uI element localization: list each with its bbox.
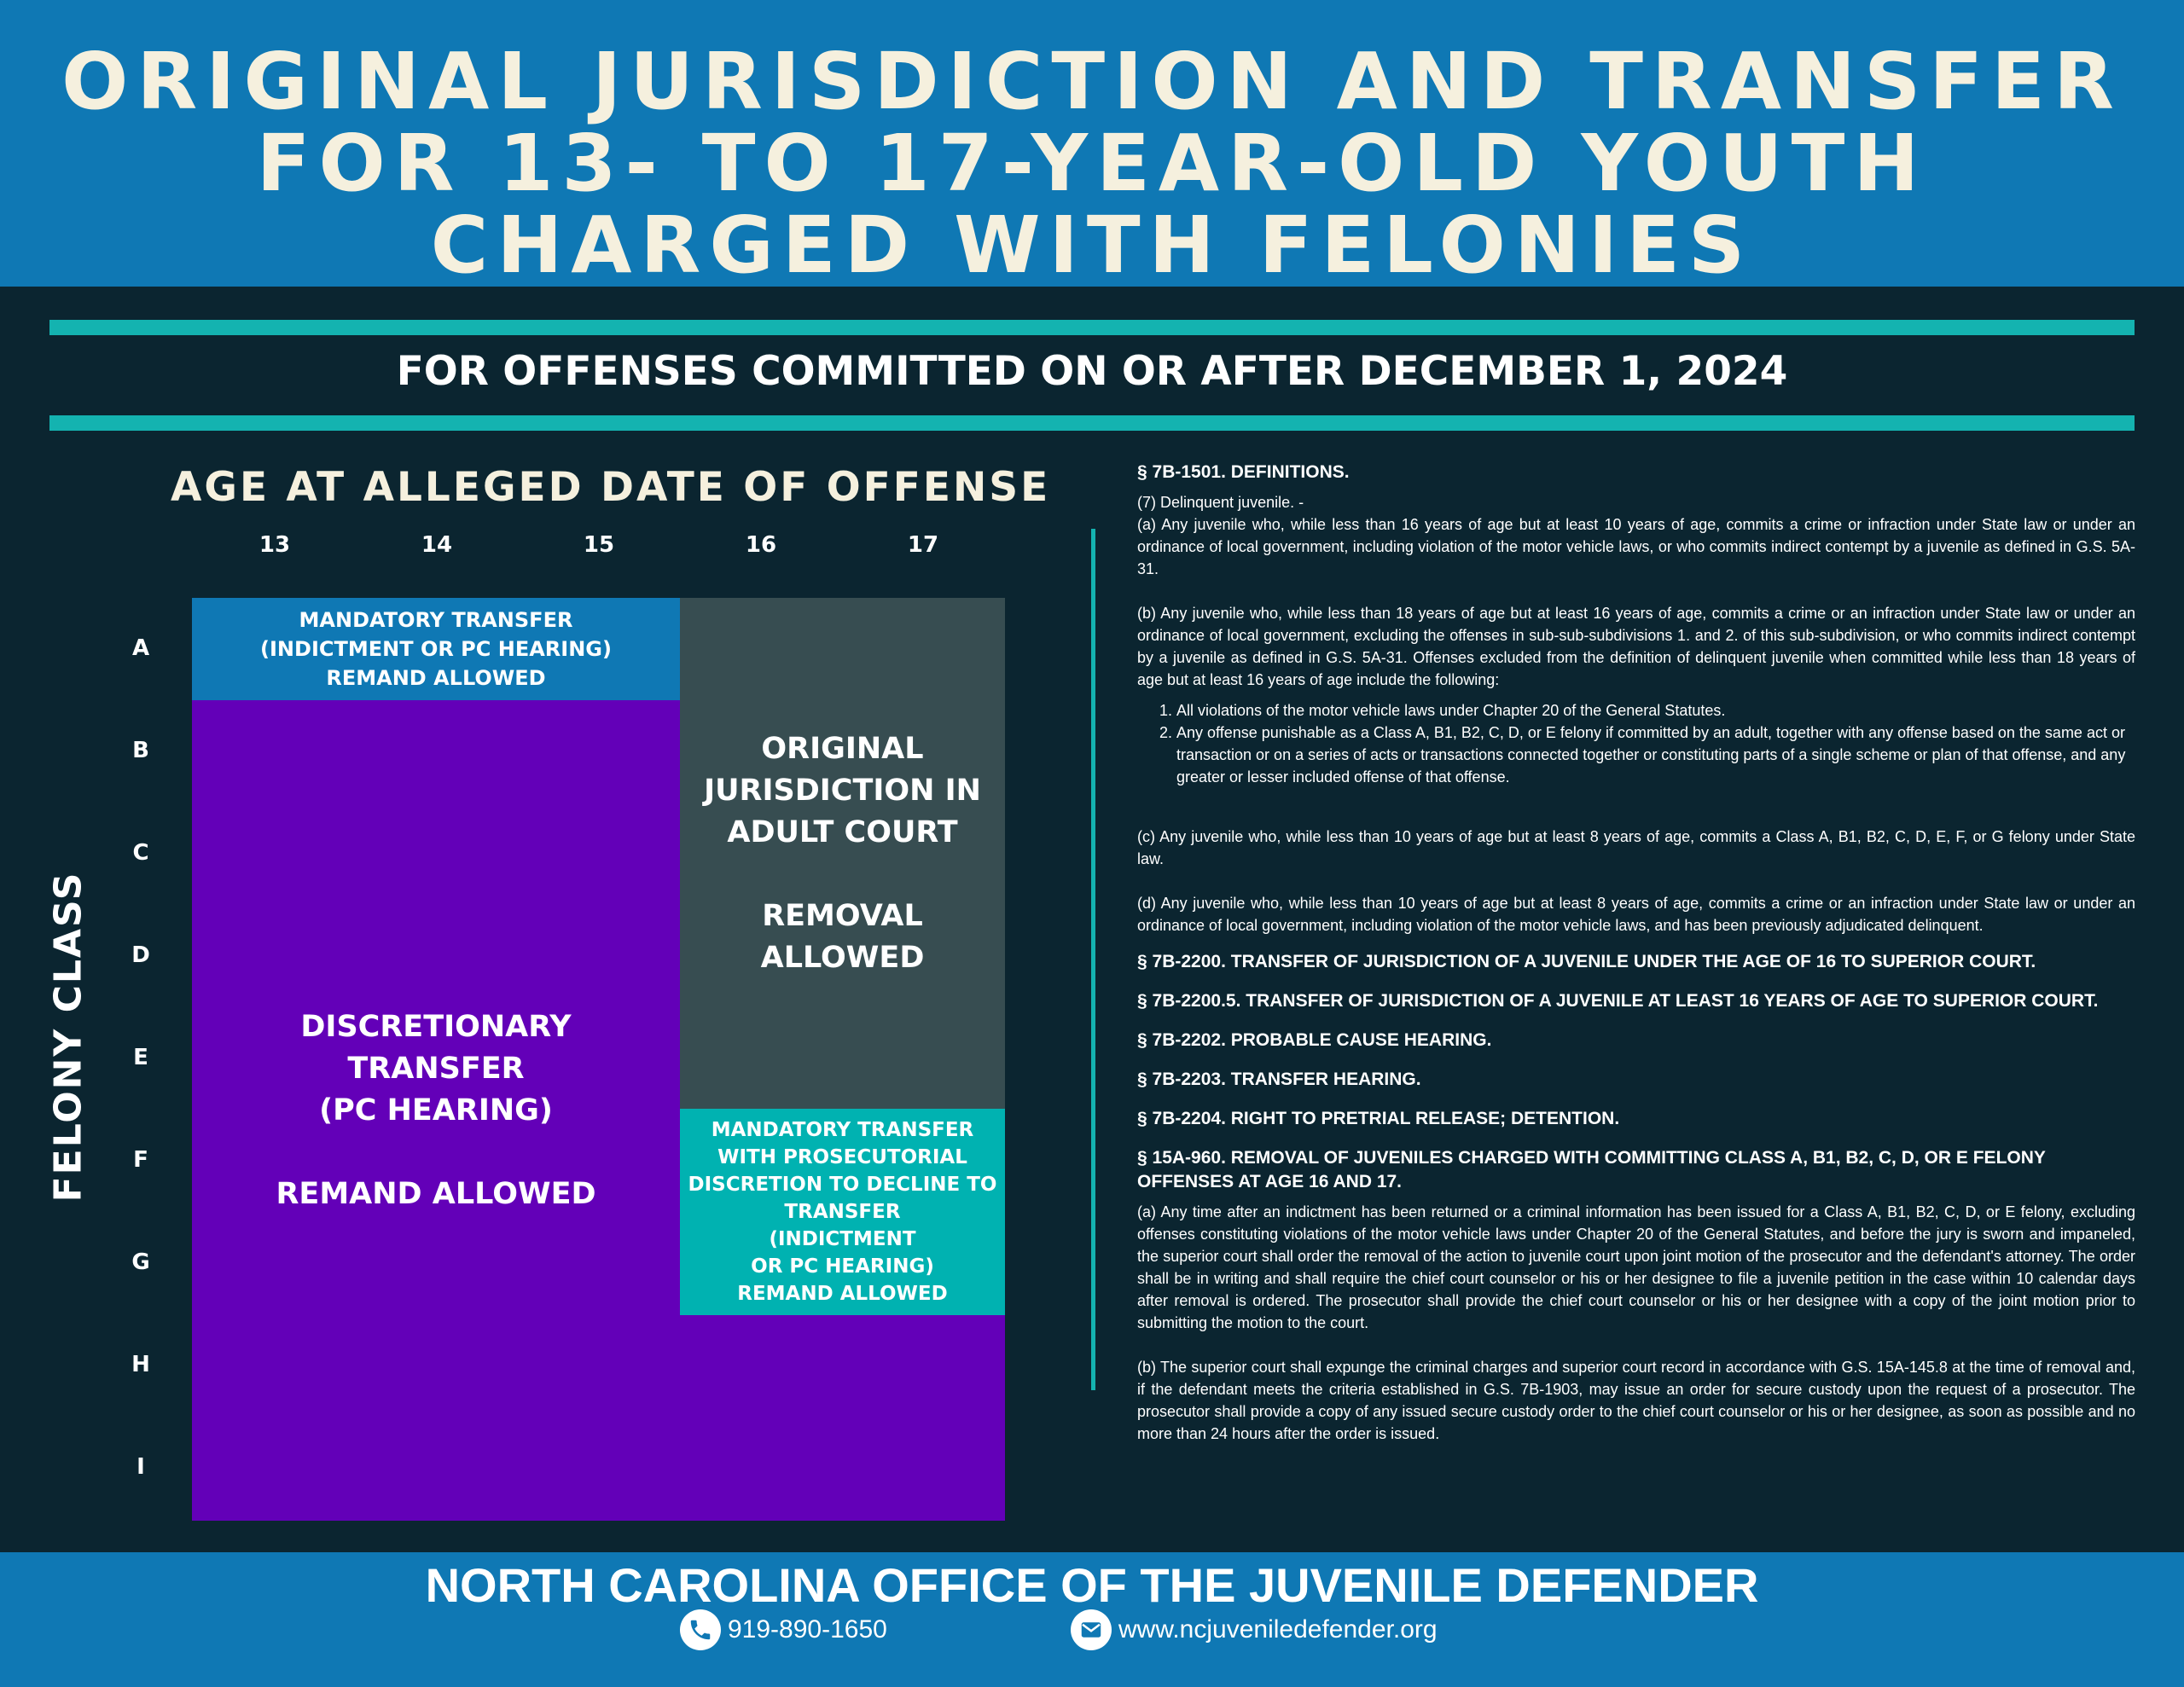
statute-text: (a) Any juvenile who, while less than 16… — [1137, 516, 2135, 577]
cell-text: WITH PROSECUTORIAL — [717, 1146, 967, 1168]
title-line: CHARGED WITH FELONIES — [430, 200, 1754, 291]
page-title: ORIGINAL JURISDICTION AND TRANSFER FOR 1… — [0, 41, 2184, 287]
phone-contact[interactable]: 919-890-1650 — [680, 1609, 887, 1650]
cell-text: REMAND ALLOWED — [737, 1283, 948, 1305]
felony-class-tick: G — [131, 1249, 150, 1275]
divider-bottom — [49, 415, 2135, 431]
statute-text: (b) Any juvenile who, while less than 18… — [1137, 605, 2135, 688]
felony-class-tick: C — [132, 840, 149, 866]
statute-heading: § 15A-960. REMOVAL OF JUVENILES CHARGED … — [1137, 1148, 2046, 1191]
statute-text: (7) Delinquent juvenile. - — [1137, 494, 1304, 511]
cell-text: DISCRETIONARY — [300, 1009, 572, 1044]
cell-text: (INDICTMENT — [769, 1228, 916, 1250]
felony-class-tick: F — [133, 1147, 148, 1173]
statutes-column: § 7B-1501. DEFINITIONS. (7) Delinquent j… — [1137, 461, 2135, 1445]
statute-text: (b) The superior court shall expunge the… — [1137, 1359, 2135, 1442]
website-url: www.ncjuveniledefender.org — [1118, 1615, 1438, 1644]
statute-text: (a) Any time after an indictment has bee… — [1137, 1203, 2135, 1331]
statute-heading: § 7B-2200. TRANSFER OF JURISDICTION OF A… — [1137, 952, 2036, 971]
felony-class-tick: B — [132, 738, 149, 763]
cell-text: REMAND ALLOWED — [276, 1176, 596, 1211]
discretionary-transfer-cell: DISCRETIONARY TRANSFER (PC HEARING) REMA… — [192, 700, 680, 1521]
phone-number: 919-890-1650 — [728, 1615, 887, 1644]
header-banner — [0, 0, 2184, 287]
cell-text: (INDICTMENT OR PC HEARING) — [260, 637, 612, 661]
cell-text: MANDATORY TRANSFER — [299, 608, 573, 632]
statute-list-item: Any offense punishable as a Class A, B1,… — [1176, 722, 2135, 788]
column-divider — [1091, 529, 1095, 1390]
age-tick: 14 — [421, 532, 453, 558]
statute-heading: § 7B-1501. DEFINITIONS. — [1137, 462, 1350, 482]
statute-heading: § 7B-2203. TRANSFER HEARING. — [1137, 1070, 1421, 1089]
statute-list: All violations of the motor vehicle laws… — [1137, 699, 2135, 788]
phone-icon — [680, 1609, 721, 1650]
discretionary-transfer-extension — [680, 1315, 1005, 1521]
cell-text: ADULT COURT — [727, 815, 958, 849]
statute-text: (c) Any juvenile who, while less than 10… — [1137, 828, 2135, 867]
original-jurisdiction-cell: ORIGINAL JURISDICTION IN ADULT COURT REM… — [680, 598, 1005, 1109]
prosecutorial-discretion-cell: MANDATORY TRANSFER WITH PROSECUTORIAL DI… — [680, 1109, 1005, 1315]
statute-heading: § 7B-2204. RIGHT TO PRETRIAL RELEASE; DE… — [1137, 1109, 1620, 1128]
cell-text: ALLOWED — [760, 940, 925, 975]
cell-text: TRANSFER — [784, 1201, 901, 1223]
cell-text: TRANSFER — [347, 1051, 525, 1086]
statute-text: (d) Any juvenile who, while less than 10… — [1137, 895, 2135, 934]
cell-text: DISCRETION TO DECLINE TO — [688, 1174, 997, 1196]
cell-text: OR PC HEARING) — [751, 1255, 934, 1278]
felony-class-tick: I — [136, 1454, 145, 1480]
cell-text: REMAND ALLOWED — [326, 666, 546, 690]
page-subtitle: FOR OFFENSES COMMITTED ON OR AFTER DECEM… — [396, 348, 1788, 395]
age-tick: 16 — [745, 532, 777, 558]
age-tick: 17 — [907, 532, 939, 558]
age-tick: 13 — [258, 532, 291, 558]
cell-text: (PC HEARING) — [319, 1093, 553, 1128]
website-contact[interactable]: www.ncjuveniledefender.org — [1071, 1609, 1438, 1650]
cell-text: MANDATORY TRANSFER — [711, 1119, 974, 1141]
footer-org-name: NORTH CAROLINA OFFICE OF THE JUVENILE DE… — [425, 1558, 1759, 1612]
cell-text: REMOVAL — [762, 898, 923, 933]
felony-class-tick: H — [131, 1352, 150, 1377]
mandatory-transfer-cell: MANDATORY TRANSFER (INDICTMENT OR PC HEA… — [192, 598, 680, 700]
age-tick: 15 — [583, 532, 615, 558]
title-line: ORIGINAL JURISDICTION AND TRANSFER — [61, 36, 2123, 127]
email-icon — [1071, 1609, 1112, 1650]
title-line: FOR 13- TO 17-YEAR-OLD YOUTH — [256, 118, 1928, 209]
age-axis-title: AGE AT ALLEGED DATE OF OFFENSE — [171, 464, 1051, 511]
felony-class-axis-title: FELONY CLASS — [46, 871, 90, 1203]
felony-class-tick: A — [131, 635, 150, 661]
statute-list-item: All violations of the motor vehicle laws… — [1176, 699, 2135, 722]
felony-class-tick: D — [131, 942, 150, 968]
divider-top — [49, 320, 2135, 335]
cell-text: JURISDICTION IN — [704, 773, 981, 808]
statute-heading: § 7B-2202. PROBABLE CAUSE HEARING. — [1137, 1030, 1492, 1050]
cell-text: ORIGINAL — [761, 731, 924, 766]
felony-class-tick: E — [133, 1045, 148, 1070]
statute-heading: § 7B-2200.5. TRANSFER OF JURISDICTION OF… — [1137, 991, 2099, 1011]
